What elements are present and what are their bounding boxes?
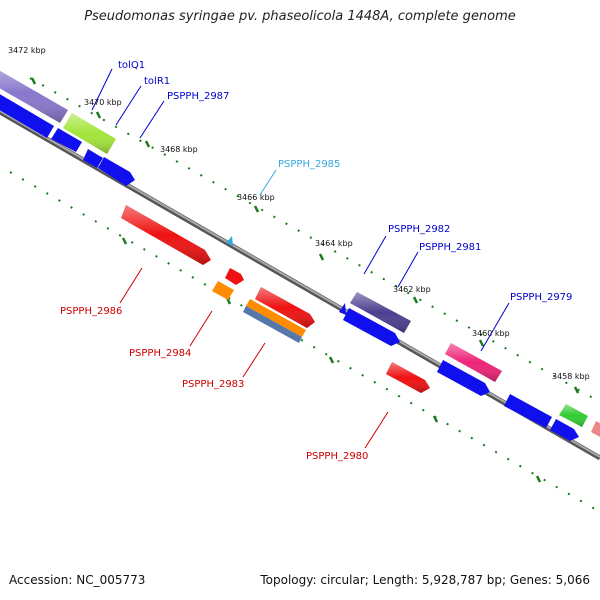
gene-pspph2980[interactable]	[386, 362, 430, 393]
accession-text: Accession: NC_005773	[9, 573, 146, 587]
inner-guide-ring	[9, 171, 600, 513]
label-pspph2980[interactable]: PSPPH_2980	[306, 451, 368, 462]
gene-pspph2982[interactable]	[350, 292, 411, 333]
gene-blue-3460[interactable]	[437, 360, 490, 396]
tick-label-3470: 3470 kbp	[84, 98, 122, 107]
gene-tolR1[interactable]	[51, 128, 82, 152]
leader-tolR1	[115, 85, 142, 126]
gene-pspph2987[interactable]	[83, 149, 103, 168]
gene-pspph2981[interactable]	[343, 308, 400, 346]
label-tolR1[interactable]: tolR1	[144, 76, 170, 87]
map-title: Pseudomonas syringae pv. phaseolicola 14…	[84, 9, 516, 24]
gene-salmon-edge[interactable]	[591, 421, 600, 437]
gene-tolQ1[interactable]	[0, 86, 54, 138]
tick-label-3458: 3458 kbp	[552, 372, 590, 381]
gene-pspph2979[interactable]	[445, 343, 502, 382]
tick-label-3462: 3462 kbp	[393, 285, 431, 294]
gene-green-3458[interactable]	[559, 404, 588, 427]
tick-label-3464: 3464 kbp	[315, 239, 353, 248]
gene-blue-3458-a[interactable]	[504, 394, 552, 428]
leader-pspph2983	[242, 342, 266, 378]
label-pspph2985[interactable]: PSPPH_2985	[278, 159, 340, 170]
label-pspph2987[interactable]: PSPPH_2987	[167, 91, 229, 102]
tick-label-3468: 3468 kbp	[160, 145, 198, 154]
gene-blue-3458-b[interactable]	[550, 419, 579, 441]
gene-pspph2986[interactable]	[121, 205, 211, 265]
marker-pspph2985[interactable]	[226, 236, 233, 246]
leader-tolQ1	[91, 68, 113, 111]
label-pspph2979[interactable]: PSPPH_2979	[510, 292, 572, 303]
leader-pspph2981	[397, 251, 419, 288]
label-tolQ1[interactable]: tolQ1	[118, 60, 145, 71]
gene-light-purple[interactable]	[0, 64, 68, 123]
gene-pspph2987-b[interactable]	[98, 157, 135, 186]
label-pspph2982[interactable]: PSPPH_2982	[388, 224, 450, 235]
leader-pspph2979	[480, 302, 510, 352]
gene-green-forward[interactable]	[63, 113, 116, 154]
leader-pspph2982	[363, 235, 387, 275]
leader-pspph2987	[139, 100, 165, 139]
leader-pspph2980	[364, 411, 389, 449]
marker-forward-small[interactable]	[339, 303, 346, 315]
tick-label-3466: 3466 kbp	[237, 193, 275, 202]
label-pspph2984[interactable]: PSPPH_2984	[129, 348, 191, 359]
outer-guide-ring	[29, 77, 600, 403]
leader-pspph2986	[119, 267, 143, 304]
leader-pspph2984	[189, 310, 213, 347]
leader-pspph2985	[259, 169, 277, 196]
label-pspph2983[interactable]: PSPPH_2983	[182, 379, 244, 390]
gene-red-2983[interactable]	[255, 287, 315, 328]
gene-pspph2984[interactable]	[212, 281, 234, 300]
gene-red-small[interactable]	[225, 268, 244, 285]
gene-pspph2983[interactable]	[243, 299, 306, 343]
label-pspph2986[interactable]: PSPPH_2986	[60, 306, 122, 317]
kbp-tick-marks	[30, 77, 580, 483]
label-pspph2981[interactable]: PSPPH_2981	[419, 242, 481, 253]
tick-label-3472: 3472 kbp	[8, 46, 46, 55]
genome-summary-text: Topology: circular; Length: 5,928,787 bp…	[260, 573, 590, 587]
